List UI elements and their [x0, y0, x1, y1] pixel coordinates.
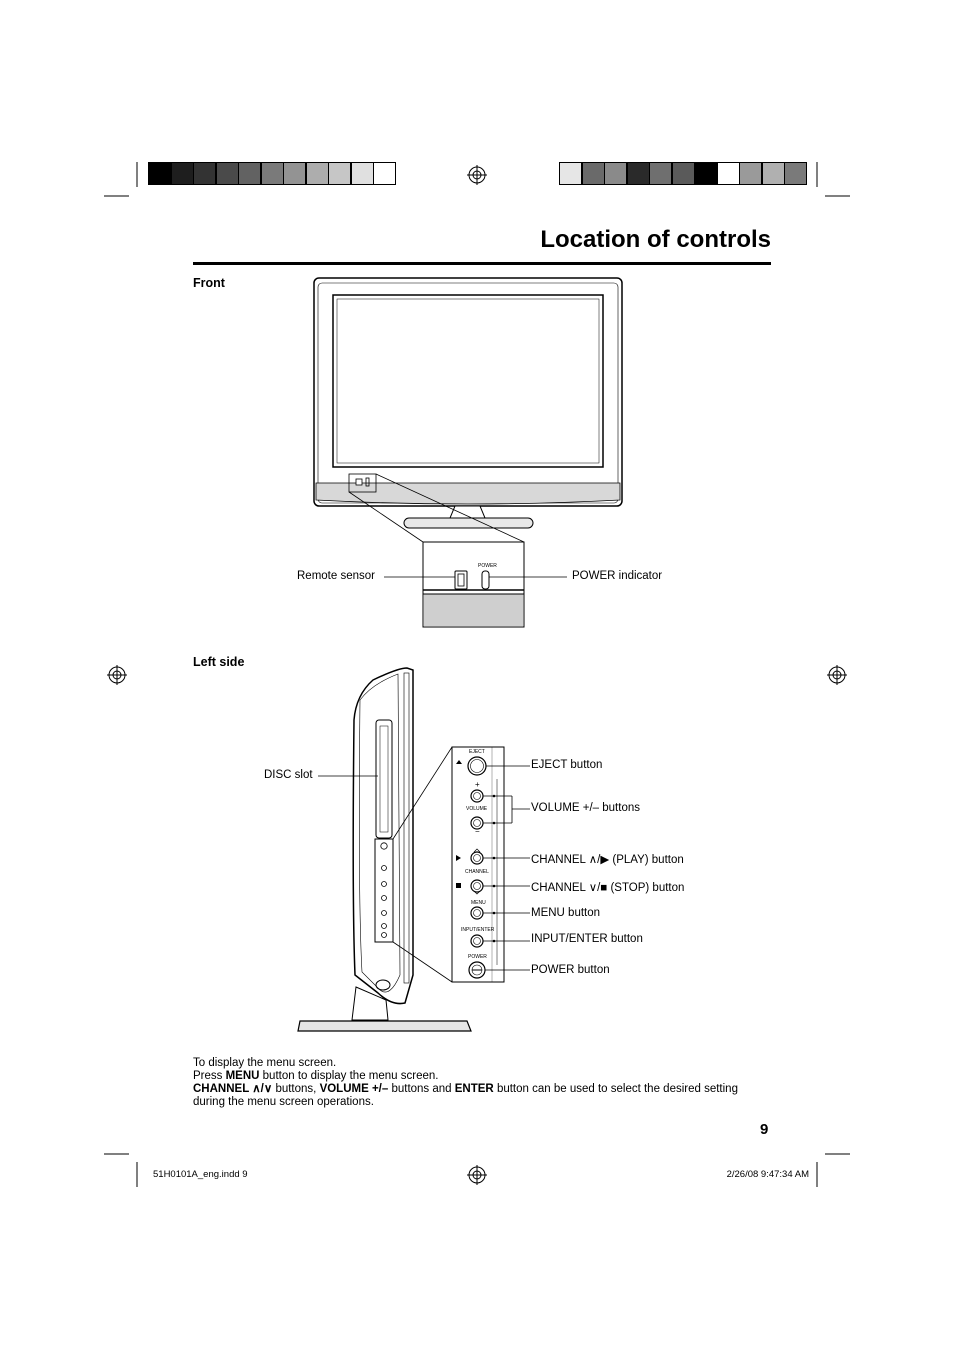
instructions-line-3: CHANNEL ∧/∨ buttons, VOLUME +/– buttons … — [193, 1083, 738, 1095]
remote-sensor-label: Remote sensor — [297, 570, 375, 582]
color-swatch — [784, 162, 807, 185]
footer-timestamp: 2/26/08 9:47:34 AM — [726, 1169, 809, 1180]
registration-mark-bottom — [467, 1165, 487, 1185]
color-swatch — [373, 162, 396, 185]
power-indicator-label: POWER indicator — [572, 570, 663, 582]
panel-volume-text: VOLUME — [466, 806, 488, 812]
instructions-line-4: during the menu screen operations. — [193, 1096, 374, 1108]
instructions-line-2: Press MENU button to display the menu sc… — [193, 1070, 439, 1082]
panel-minus-text: − — [475, 827, 480, 836]
panel-input-enter-text: INPUT/ENTER — [461, 927, 495, 933]
menu-button-label: MENU button — [531, 907, 601, 919]
page-title: Location of controls — [540, 226, 771, 253]
disc-slot-label: DISC slot — [264, 769, 313, 781]
side-control-panel — [451, 746, 530, 983]
page-number: 9 — [760, 1121, 769, 1138]
tv-front-illustration — [313, 277, 623, 543]
tv-side-illustration — [297, 667, 472, 1032]
section-left-side-heading: Left side — [193, 655, 245, 669]
power-button-label: POWER button — [531, 964, 610, 976]
eject-button-label: EJECT button — [531, 759, 603, 771]
channel-up-button-label: CHANNEL ∧/▶ (PLAY) button — [531, 854, 684, 866]
crop-marks — [104, 162, 850, 1187]
front-zoom-box — [384, 541, 567, 628]
section-front-heading: Front — [193, 276, 225, 290]
registration-mark-left — [107, 665, 127, 685]
panel-menu-text: MENU — [471, 900, 486, 906]
channel-down-button-label: CHANNEL ∨/■ (STOP) button — [531, 882, 685, 894]
panel-channel-text: CHANNEL — [465, 869, 489, 875]
instructions-line-1: To display the menu screen. — [193, 1057, 337, 1069]
panel-power-text: POWER — [468, 954, 487, 960]
panel-eject-text: EJECT — [469, 749, 485, 755]
input-enter-button-label: INPUT/ENTER button — [531, 933, 643, 945]
menu-instructions: To display the menu screen. Press MENU b… — [193, 1057, 773, 1109]
title-rule — [193, 262, 771, 265]
registration-mark-right — [827, 665, 847, 685]
footer-filename: 51H0101A_eng.indd 9 — [153, 1169, 248, 1180]
power-small-label: POWER — [478, 563, 497, 569]
volume-buttons-label: VOLUME +/– buttons — [531, 802, 640, 814]
registration-mark-top — [467, 165, 487, 185]
panel-plus-text: + — [475, 780, 480, 789]
